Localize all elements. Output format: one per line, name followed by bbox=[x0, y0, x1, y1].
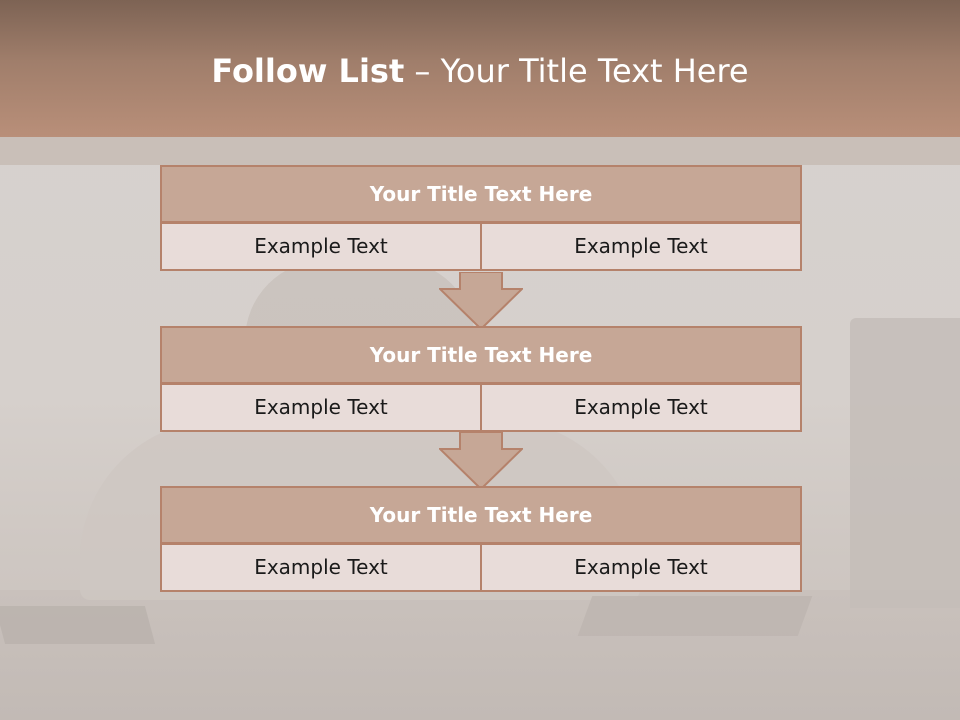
step-title: Your Title Text Here bbox=[160, 326, 802, 384]
step-row: Example Text Example Text bbox=[160, 383, 802, 432]
step-cell-left: Example Text bbox=[160, 543, 482, 592]
background-laptop-base bbox=[577, 596, 813, 636]
step-row: Example Text Example Text bbox=[160, 222, 802, 271]
down-arrow-icon bbox=[439, 272, 523, 330]
step-cell-left: Example Text bbox=[160, 222, 482, 271]
step-cell-right: Example Text bbox=[482, 383, 802, 432]
down-arrow-icon bbox=[439, 432, 523, 490]
header-strip bbox=[0, 137, 960, 165]
slide-title-rest: – Your Title Text Here bbox=[404, 52, 749, 90]
step-title: Your Title Text Here bbox=[160, 165, 802, 223]
step-title: Your Title Text Here bbox=[160, 486, 802, 544]
step-row: Example Text Example Text bbox=[160, 543, 802, 592]
background-laptop-left bbox=[0, 606, 156, 644]
background-table bbox=[0, 590, 960, 720]
background-laptop-screen bbox=[850, 318, 960, 608]
slide-title: Follow List – Your Title Text Here bbox=[0, 52, 960, 90]
slide-title-bold: Follow List bbox=[211, 52, 405, 90]
header-band bbox=[0, 0, 960, 137]
flow-step: Your Title Text Here Example Text Exampl… bbox=[160, 486, 802, 592]
flow-step: Your Title Text Here Example Text Exampl… bbox=[160, 326, 802, 432]
flow-step: Your Title Text Here Example Text Exampl… bbox=[160, 165, 802, 271]
step-cell-right: Example Text bbox=[482, 222, 802, 271]
step-cell-left: Example Text bbox=[160, 383, 482, 432]
step-cell-right: Example Text bbox=[482, 543, 802, 592]
